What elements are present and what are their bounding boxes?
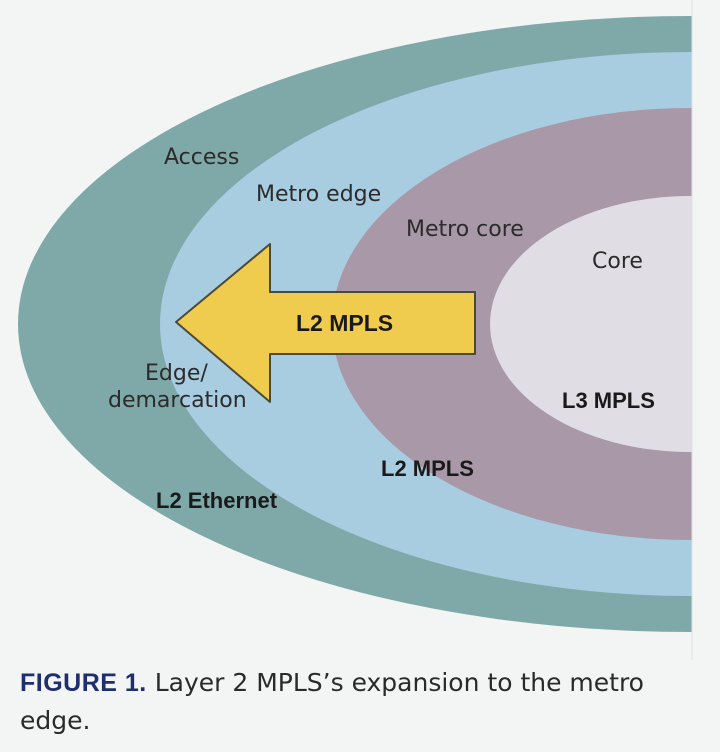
metro-core-label: Metro core bbox=[406, 217, 524, 242]
core-label: Core bbox=[592, 249, 643, 274]
l2-mpls-label: L2 MPLS bbox=[381, 456, 474, 481]
arrow-label: L2 MPLS bbox=[296, 310, 393, 336]
l3-mpls-label: L3 MPLS bbox=[562, 388, 655, 413]
l2-mpls-arrow bbox=[175, 243, 476, 403]
figure-number: FIGURE 1. bbox=[20, 669, 147, 697]
caption-text: Layer 2 MPLS’s expansion to the metro ed… bbox=[20, 668, 644, 735]
l2-ethernet-label: L2 Ethernet bbox=[156, 488, 278, 513]
mpls-diagram: Access Metro edge Metro core Core L2 MPL… bbox=[18, 0, 693, 660]
edge-label-line2: demarcation bbox=[108, 388, 247, 413]
figure-caption: FIGURE 1. Layer 2 MPLS’s expansion to th… bbox=[20, 664, 710, 740]
access-label: Access bbox=[164, 145, 239, 170]
metro-edge-label: Metro edge bbox=[256, 182, 381, 207]
core-ring bbox=[490, 196, 692, 452]
edge-label-line1: Edge/ bbox=[145, 361, 208, 386]
